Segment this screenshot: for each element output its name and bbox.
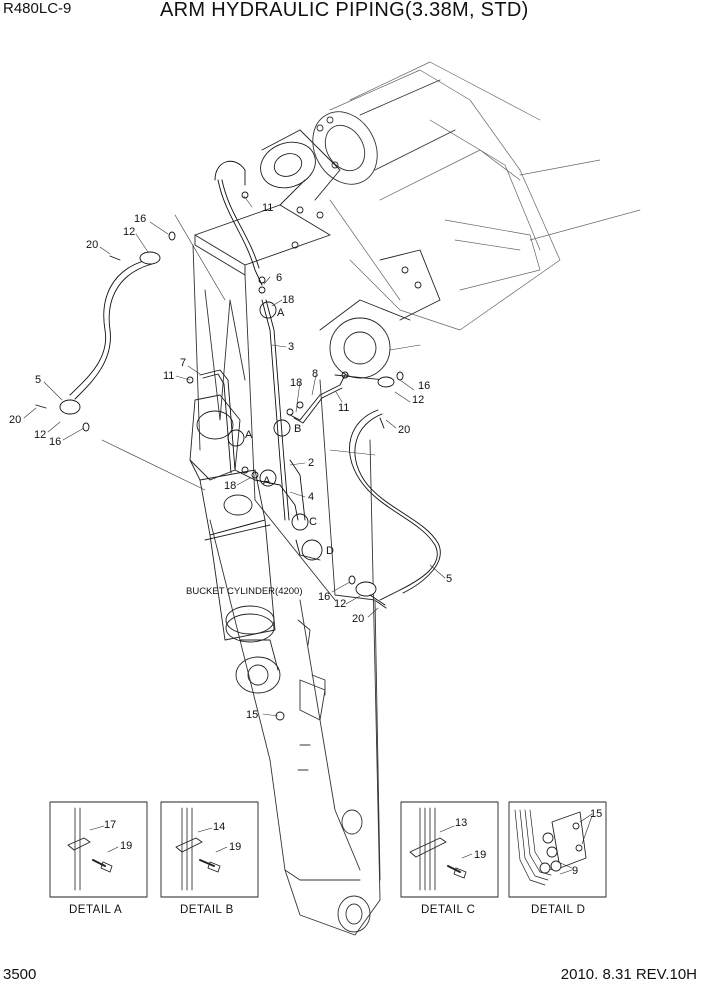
detail-c-caption: DETAIL C xyxy=(421,904,475,916)
callout-16-lower-left: 16 xyxy=(49,436,61,448)
callout-8: 8 xyxy=(312,368,318,380)
callout-11-left: 11 xyxy=(163,370,174,382)
arm-boom-pin-boss xyxy=(319,249,441,381)
detail-boxes: 17 19 DETAIL A 14 19 DETAIL B xyxy=(49,801,607,916)
model-number: R480LC-9 xyxy=(3,0,72,17)
callout-6: 6 xyxy=(276,272,282,284)
callout-A-top: A xyxy=(277,307,285,319)
callout-D: D xyxy=(326,545,334,557)
callout-3: 3 xyxy=(288,341,294,353)
detail-a-caption: DETAIL A xyxy=(69,904,122,916)
callout-18-right: 18 xyxy=(290,377,302,389)
callout-20-right: 20 xyxy=(398,424,410,436)
detail-d: 15 9 DETAIL D xyxy=(508,801,607,916)
detail-b: 14 19 DETAIL B xyxy=(160,801,259,916)
callout-18-low: 18 xyxy=(224,480,236,492)
callout-18-top: 18 xyxy=(282,294,294,306)
callout-B: B xyxy=(294,423,301,435)
revision-date: 2010. 8.31 REV.10H xyxy=(560,966,697,983)
callout-12-upper-left: 12 xyxy=(123,226,135,238)
detail-c-part-19: 19 xyxy=(474,849,486,861)
detail-a-part-17: 17 xyxy=(104,819,116,831)
callout-A-mid: A xyxy=(245,429,253,441)
callout-C: C xyxy=(309,516,317,528)
callout-20-upper-left: 20 xyxy=(86,239,98,251)
callout-A-low: A xyxy=(263,475,271,487)
callout-12-lower-mid: 12 xyxy=(334,598,346,610)
callout-labels: 16 12 20 5 20 12 16 11 6 18 A 3 7 11 A 1… xyxy=(9,202,452,721)
callout-7: 7 xyxy=(180,357,186,369)
detail-c: 13 19 DETAIL C xyxy=(400,801,499,916)
page-number: 3500 xyxy=(3,966,37,983)
callout-20-lower-left: 20 xyxy=(9,414,21,426)
detail-d-part-15: 15 xyxy=(590,808,602,820)
detail-c-part-13: 13 xyxy=(455,817,467,829)
callout-16-right: 16 xyxy=(418,380,430,392)
callout-12-lower-left: 12 xyxy=(34,429,46,441)
detail-d-part-9: 9 xyxy=(572,865,578,877)
callout-5-right: 5 xyxy=(446,573,452,585)
callout-2: 2 xyxy=(308,457,314,469)
detail-b-part-19: 19 xyxy=(229,841,241,853)
detail-b-caption: DETAIL B xyxy=(180,904,234,916)
arm-body xyxy=(192,244,381,936)
page-title: ARM HYDRAULIC PIPING(3.38M, STD) xyxy=(160,0,529,21)
callout-12-right: 12 xyxy=(412,394,424,406)
callout-15: 15 xyxy=(246,709,258,721)
callout-11-top: 11 xyxy=(262,202,273,214)
callout-16-upper-left: 16 xyxy=(134,213,146,225)
boom-structure xyxy=(329,61,641,331)
callout-4: 4 xyxy=(308,491,314,503)
bucket-cylinder-note: BUCKET CYLINDER(4200) xyxy=(186,586,303,597)
callout-16-lower-mid: 16 xyxy=(318,591,330,603)
arm-top-clevis xyxy=(194,129,341,276)
callout-20-lower-mid: 20 xyxy=(352,613,364,625)
detail-d-caption: DETAIL D xyxy=(531,904,585,916)
bucket-cylinder xyxy=(189,394,281,694)
callout-5-left: 5 xyxy=(35,374,41,386)
callout-11-right: 11 xyxy=(338,402,349,414)
detail-b-part-14: 14 xyxy=(213,821,225,833)
boom-cylinder xyxy=(312,79,456,185)
detail-a: 17 19 DETAIL A xyxy=(49,801,148,916)
leader-lines xyxy=(23,195,446,717)
detail-a-part-19: 19 xyxy=(120,840,132,852)
